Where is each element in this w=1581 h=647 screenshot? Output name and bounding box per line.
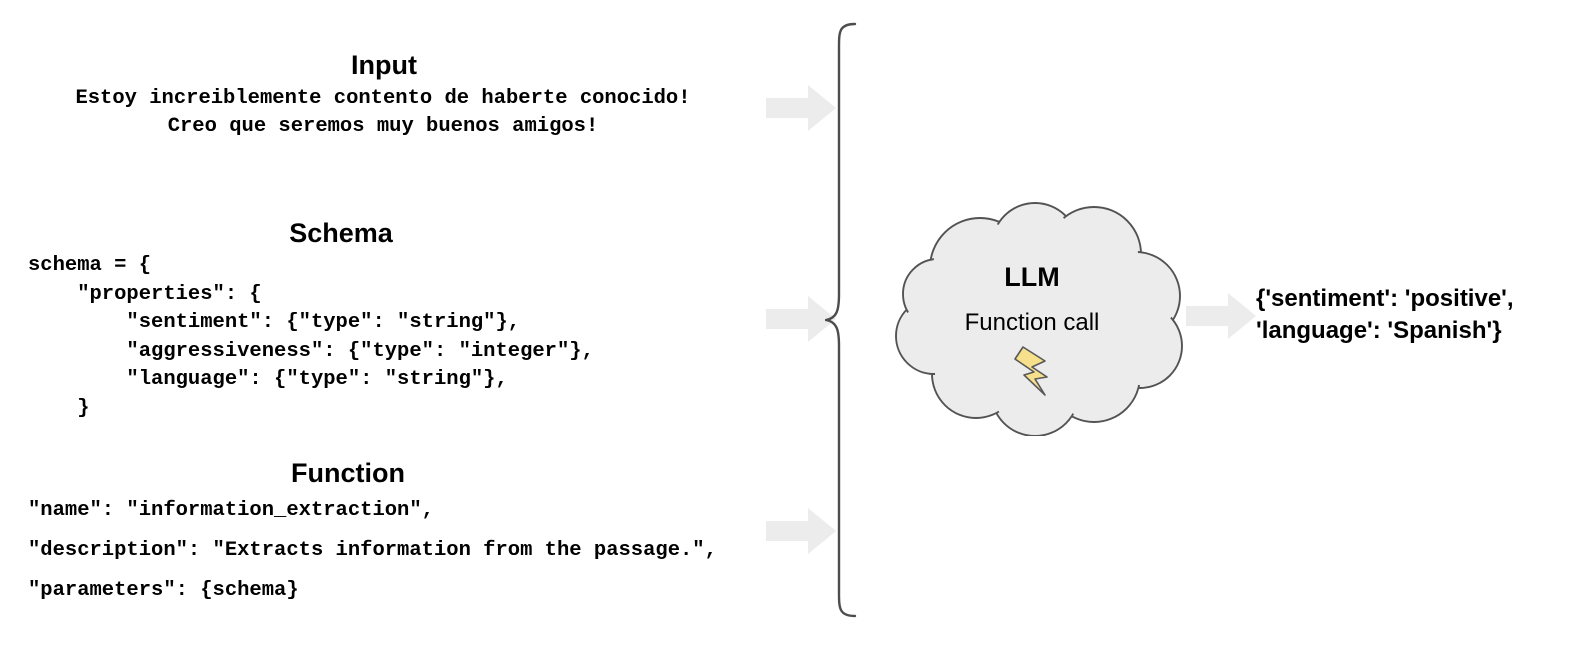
arrow-right-icon-function — [766, 508, 836, 554]
input-text-block: Estoy increiblemente contento de haberte… — [75, 87, 691, 138]
schema-code-block: schema = { "properties": { "sentiment": … — [28, 254, 594, 420]
cloud-icon — [872, 196, 1192, 436]
lightning-bolt-icon — [1007, 345, 1057, 397]
function-section-heading: Function — [291, 458, 405, 488]
arrow-right-icon-output — [1186, 293, 1256, 339]
function-call-label: Function call — [964, 309, 1100, 336]
function-code-block: "name": "information_extraction", "descr… — [28, 499, 717, 602]
input-section-heading: Input — [351, 50, 417, 80]
arrow-right-icon-schema — [766, 296, 836, 342]
llm-label: LLM — [1004, 262, 1060, 292]
curly-brace-icon — [825, 22, 873, 618]
schema-section-heading: Schema — [289, 218, 393, 248]
output-result-text: {'sentiment': 'positive', 'language': 'S… — [1256, 285, 1514, 344]
arrow-right-icon-input — [766, 85, 836, 131]
